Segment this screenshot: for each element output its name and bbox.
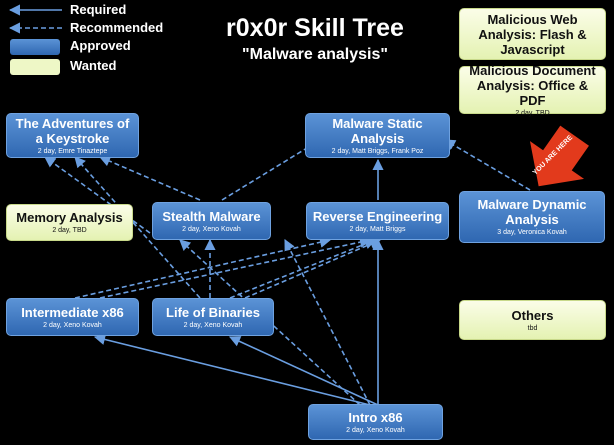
edge-binaries-to-reverse-b xyxy=(244,238,382,299)
node-adventures-keystroke[interactable]: The Adventures of a Keystroke 2 day, Emr… xyxy=(6,113,139,158)
node-title: Malicious Document Analysis: Office & PD… xyxy=(469,62,596,108)
node-title: Life of Binaries xyxy=(166,304,260,320)
node-subtitle: 3 day, Veronica Kovah xyxy=(497,229,567,236)
node-malicious-document-analysis[interactable]: Malicious Document Analysis: Office & PD… xyxy=(459,62,606,117)
node-stealth-malware[interactable]: Stealth Malware 2 day, Xeno Kovah xyxy=(152,202,271,240)
node-malicious-web-analysis[interactable]: Malicious Web Analysis: Flash & Javascri… xyxy=(459,8,606,60)
node-title: Intro x86 xyxy=(348,409,403,425)
node-title: Intermediate x86 xyxy=(21,304,124,320)
node-subtitle: tbd xyxy=(527,324,538,332)
legend-required-label: Required xyxy=(70,2,127,17)
edge-stealth-to-adventures xyxy=(98,155,201,201)
edge-intro-to-binaries xyxy=(228,336,379,406)
edge-intro-to-intermediate xyxy=(93,333,371,406)
node-malware-dynamic-analysis[interactable]: Malware Dynamic Analysis 3 day, Veronica… xyxy=(459,191,605,243)
legend-wanted-swatch xyxy=(10,59,60,75)
node-life-of-binaries[interactable]: Life of Binaries 2 day, Xeno Kovah xyxy=(152,298,274,336)
node-title: The Adventures of a Keystroke xyxy=(15,115,130,146)
node-subtitle: 2 day, Matt Briggs, Frank Poz xyxy=(331,147,424,155)
node-others[interactable]: Others tbd xyxy=(459,300,606,340)
you-are-here-arrow xyxy=(529,125,589,187)
legend-wanted-label: Wanted xyxy=(70,58,117,73)
node-intro-x86[interactable]: Intro x86 2 day, Xeno Kovah xyxy=(308,404,443,440)
legend-approved-swatch xyxy=(10,39,60,55)
node-subtitle: 2 day, Xeno Kovah xyxy=(183,321,243,329)
node-subtitle: 2 day, Matt Briggs xyxy=(349,225,406,233)
node-subtitle: 2 day, TBD xyxy=(515,109,550,117)
legend-recommended-label: Recommended xyxy=(70,20,164,35)
node-title: Malware Dynamic Analysis xyxy=(477,197,587,227)
edge-binaries-to-reverse xyxy=(229,238,377,299)
legend-approved-label: Approved xyxy=(70,38,131,53)
node-malware-static-analysis[interactable]: Malware Static Analysis 2 day, Matt Brig… xyxy=(305,113,450,158)
edge-dynamic-to-static xyxy=(444,139,531,191)
node-title: Reverse Engineering xyxy=(312,208,443,224)
node-subtitle: 2 day, Xeno Kovah xyxy=(182,225,241,233)
node-title: Memory Analysis xyxy=(16,210,123,225)
edge-intro-to-reverse-dash xyxy=(284,239,371,406)
node-title: Others xyxy=(511,307,554,323)
edge-intermediate-to-reverse-b xyxy=(99,236,372,299)
node-intermediate-x86[interactable]: Intermediate x86 2 day, Xeno Kovah xyxy=(6,298,139,336)
node-title: Malicious Web Analysis: Flash & Javascri… xyxy=(478,11,587,57)
diagram-title: r0x0r Skill Tree xyxy=(226,14,404,42)
node-title: Malware Static Analysis xyxy=(332,115,423,146)
node-subtitle: 2 day, TBD xyxy=(52,227,87,234)
node-memory-analysis[interactable]: Memory Analysis 2 day, TBD xyxy=(6,204,133,241)
edge-intermediate-to-reverse xyxy=(74,236,332,299)
node-title: Stealth Malware xyxy=(162,208,261,224)
node-subtitle: 2 day, Xeno Kovah xyxy=(43,321,102,329)
diagram-subtitle: "Malware analysis" xyxy=(242,46,388,63)
edge-stealth-to-static xyxy=(221,139,321,201)
node-reverse-engineering[interactable]: Reverse Engineering 2 day, Matt Briggs xyxy=(306,202,449,240)
edge-memory-to-adventures xyxy=(44,156,151,234)
node-subtitle: 2 day, Xeno Kovah xyxy=(346,426,405,434)
node-subtitle: 2 day, Emre Tinaztepe xyxy=(37,147,108,155)
